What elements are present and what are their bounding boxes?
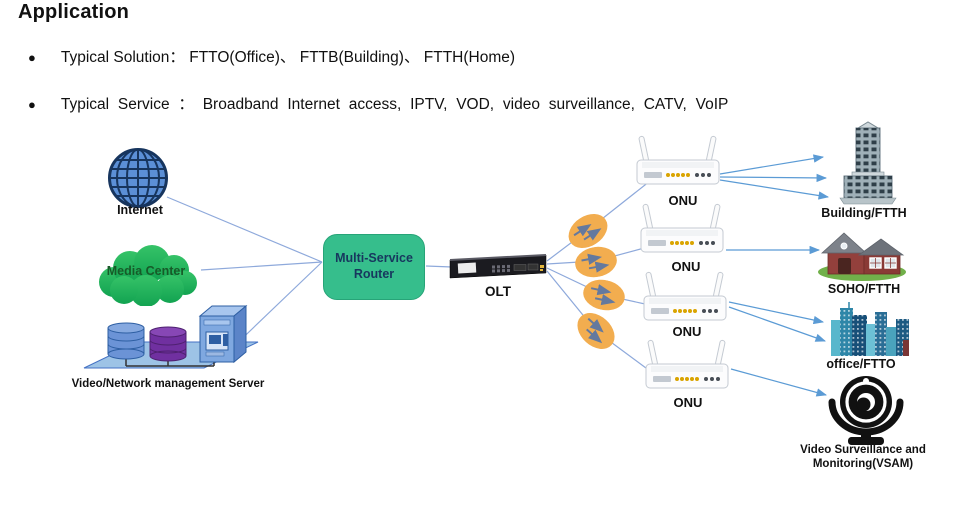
building-ftth-label: Building/FTTH	[821, 206, 907, 220]
office-buildings-icon	[831, 302, 909, 356]
onu-label: ONU	[671, 259, 701, 274]
optical-splitter-icon	[570, 306, 621, 356]
onu-device-icon	[640, 203, 724, 253]
media-center-cloud-icon	[99, 245, 197, 306]
bullet-dot: ●	[28, 97, 36, 112]
onu-label: ONU	[668, 193, 698, 208]
internet-globe-icon	[108, 148, 168, 208]
house-icon	[818, 232, 906, 281]
onu-label: ONU	[672, 324, 702, 339]
vsam-label: Video Surveillance and Monitoring(VSAM)	[800, 444, 926, 470]
server-label: Video/Network management Server	[71, 378, 265, 390]
internet-label: Internet	[117, 203, 163, 217]
soho-ftth-label: SOHO/FTTH	[827, 282, 901, 296]
multi-service-router-box: Multi-Service Router	[323, 234, 425, 300]
office-ftto-label: office/FTTO	[826, 357, 896, 371]
bullet-text: Typical Service ： Broadband Internet acc…	[60, 96, 729, 113]
onu-device-icon	[636, 135, 720, 185]
bullet-typical-service: ● Typical Service ： Broadband Internet a…	[28, 94, 728, 115]
surveillance-camera-icon	[828, 376, 904, 445]
olt-device-icon	[449, 254, 547, 279]
bullet-text: Typical Solution： FTTO(Office)、 FTTB(Bui…	[60, 49, 516, 66]
building-icon	[839, 121, 897, 205]
management-server-icon	[83, 304, 259, 369]
optical-splitter-icon	[580, 276, 627, 314]
onu-device-icon	[645, 339, 729, 389]
onu-label: ONU	[673, 395, 703, 410]
olt-label: OLT	[485, 284, 511, 299]
router-label: Multi-Service Router	[335, 251, 413, 281]
optical-splitter-icon	[573, 244, 620, 281]
onu-device-icon	[643, 271, 727, 321]
media-center-label: Media Center	[106, 264, 186, 278]
bullet-dot: ●	[28, 50, 36, 65]
bullet-typical-solution: ● Typical Solution： FTTO(Office)、 FTTB(B…	[28, 47, 515, 68]
page-title: Application	[18, 1, 130, 23]
optical-splitter-icon	[562, 207, 614, 255]
